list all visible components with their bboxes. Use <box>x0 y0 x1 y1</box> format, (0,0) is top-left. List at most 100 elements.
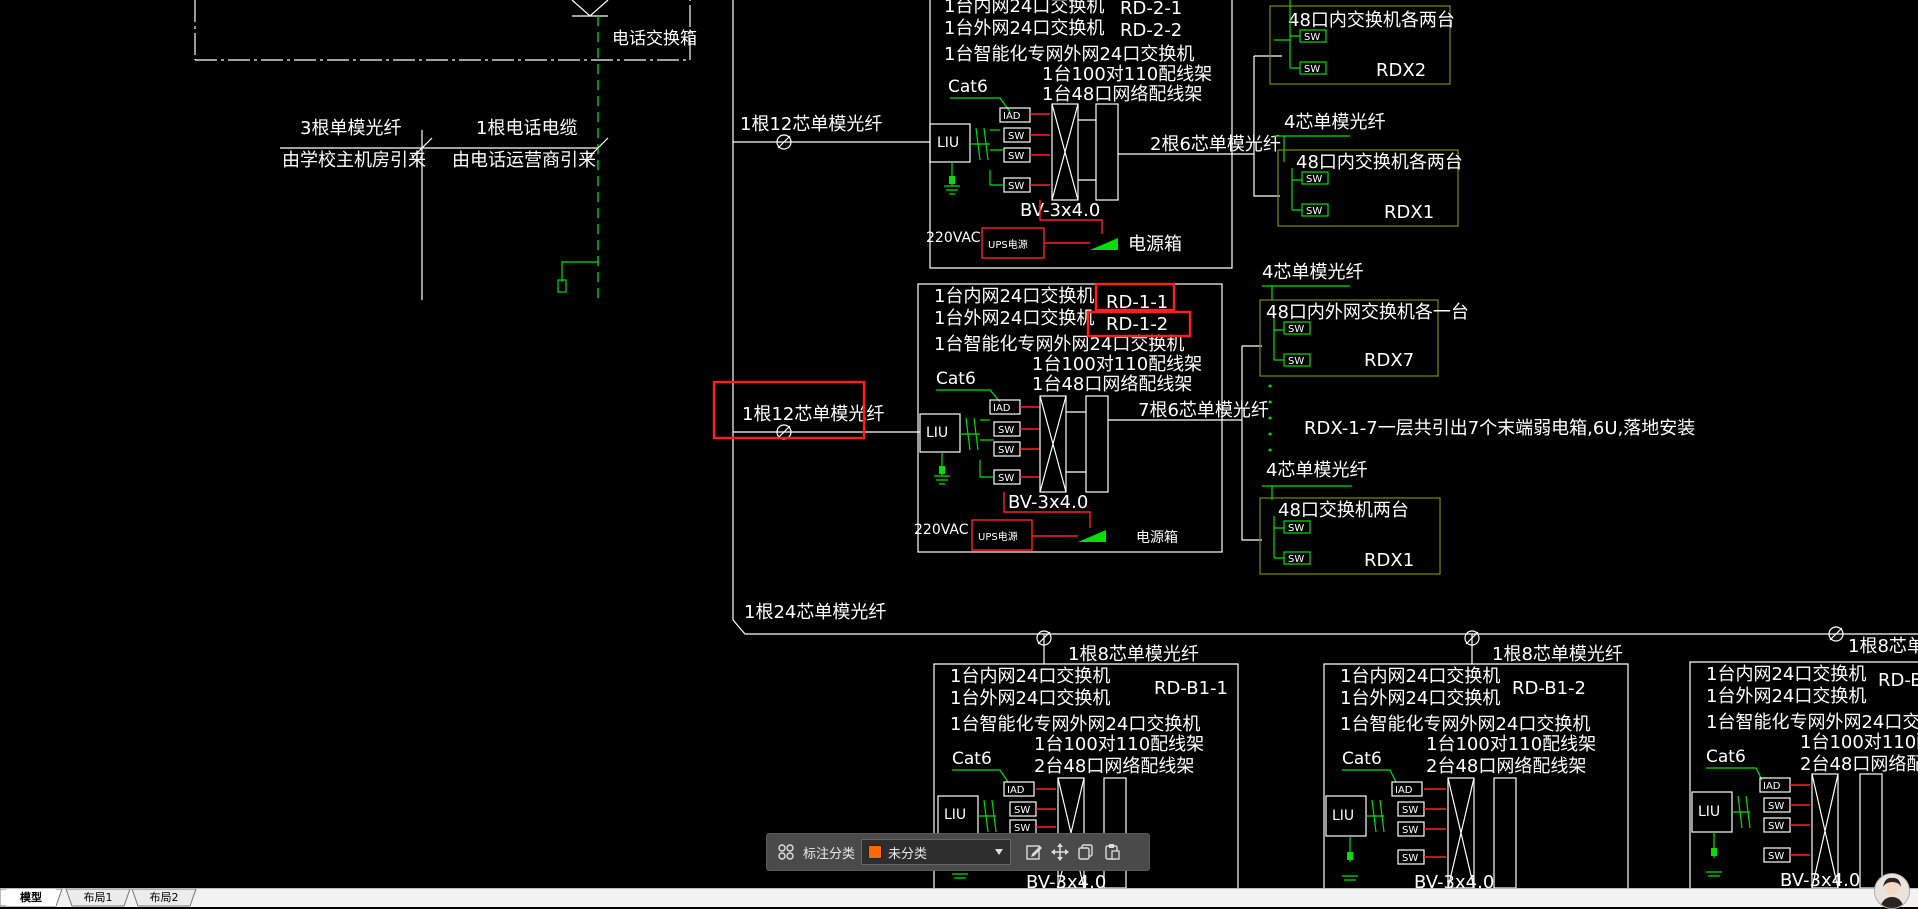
rd1-line4: 1台100对110配线架 <box>1032 354 1202 375</box>
highlight-box-fiber <box>712 380 866 440</box>
cabinet-rd1[interactable]: 1台内网24口交换机 1台外网24口交换机 1台智能化专网外网24口交换机 1台… <box>914 282 1269 553</box>
tab-layout2[interactable]: 布局2 <box>149 891 179 904</box>
svg-text:1台智能化专网外网24口交换机: 1台智能化专网外网24口交换机 <box>950 714 1200 735</box>
svg-text:SW: SW <box>1008 131 1024 142</box>
svg-text:1台外网24口交换机: 1台外网24口交换机 <box>1706 686 1866 707</box>
annotation-category-dropdown[interactable]: 未分类 <box>861 839 1012 865</box>
rd2-bv: BV-3x4.0 <box>1020 200 1100 221</box>
svg-text:SW: SW <box>1288 554 1304 565</box>
rdx1-bot-id: RDX1 <box>1364 550 1414 571</box>
svg-text:SW: SW <box>1306 206 1322 217</box>
svg-text:IAD: IAD <box>1763 781 1781 792</box>
rdx2-title: 48口内交换机各两台 <box>1288 10 1455 31</box>
svg-text:LIU: LIU <box>944 807 966 823</box>
rd1-bv: BV-3x4.0 <box>1008 492 1088 513</box>
svg-text:IAD: IAD <box>1007 785 1025 796</box>
category-color-swatch <box>868 845 883 859</box>
svg-text:SW: SW <box>1014 805 1030 816</box>
svg-text:BV-3x4.0: BV-3x4.0 <box>1780 870 1860 888</box>
highlight-box-rd1-2 <box>1086 310 1192 338</box>
rd2-line1: 1台内网24口交换机 <box>944 0 1104 17</box>
svg-text:SW: SW <box>1008 181 1024 192</box>
svg-text:1台外网24口交换机: 1台外网24口交换机 <box>1340 688 1500 709</box>
svg-text:SW: SW <box>1304 64 1320 75</box>
highlight-box-rd1-1 <box>1094 282 1176 312</box>
svg-text:1台智能化专网外网24口交换机: 1台智能化专网外网24口交换机 <box>1706 712 1918 733</box>
svg-text:2台48口网络配线架: 2台48口网络配线架 <box>1034 756 1194 777</box>
rd1-cat6: Cat6 <box>936 369 976 389</box>
annotation-category-label: 标注分类 <box>803 846 856 862</box>
phone-box-label: 电话交换箱 <box>612 29 697 49</box>
rdx-terminal-boxes: 48口内交换机各两台 RDX2 SW SW 4芯单模光纤 48口内交换机各两台 … <box>1241 0 1695 575</box>
user-avatar[interactable] <box>1874 873 1910 909</box>
rd1-line3: 1台智能化专网外网24口交换机 <box>934 334 1184 355</box>
svg-text:1台智能化专网外网24口交换机: 1台智能化专网外网24口交换机 <box>1340 714 1590 735</box>
svg-text:LIU: LIU <box>1332 808 1354 824</box>
fiber-8-label-2: 1根8芯单模光纤 <box>1492 644 1623 665</box>
svg-text:BV-3x4.0: BV-3x4.0 <box>1414 872 1494 888</box>
tab-layout1[interactable]: 布局1 <box>83 891 113 904</box>
svg-text:IAD: IAD <box>1395 785 1413 796</box>
rd1-line1: 1台内网24口交换机 <box>934 286 1094 307</box>
rd1-line2: 1台外网24口交换机 <box>934 308 1094 329</box>
svg-text:Cat6: Cat6 <box>1706 747 1746 767</box>
rd2-liu: LIU <box>937 135 959 151</box>
rdx1-top-title: 48口内交换机各两台 <box>1296 152 1463 173</box>
move-icon[interactable] <box>1047 839 1073 865</box>
fiber-line-source: 由学校主机房引来 <box>282 150 426 171</box>
rd-b1-2-id: RD-B1-2 <box>1512 678 1586 699</box>
svg-text:SW: SW <box>1288 324 1304 335</box>
left-incoming-area: 电话交换箱 3根单模光纤 由学校主机房引来 1根电话电缆 由电话运营商引来 <box>194 0 697 300</box>
rd1-ups: UPS电源 <box>978 530 1018 543</box>
svg-text:2台48口网络配线架: 2台48口网络配线架 <box>1426 756 1586 777</box>
svg-text:SW: SW <box>1008 151 1024 162</box>
svg-text:SW: SW <box>998 445 1014 456</box>
svg-text:SW: SW <box>1402 825 1418 836</box>
rd1-vac: 220VAC <box>914 522 969 538</box>
rdx-note: RDX-1-7一层共引出7个末端弱电箱,6U,落地安装 <box>1304 418 1695 439</box>
svg-text:LIU: LIU <box>1698 804 1720 820</box>
fiber-8-label-3: 1根8芯单模光纤 <box>1848 636 1918 657</box>
cad-drawing-canvas[interactable]: 电话交换箱 3根单模光纤 由学校主机房引来 1根电话电缆 由电话运营商引来 1根… <box>0 0 1918 888</box>
paste-icon[interactable] <box>1099 839 1125 865</box>
cabinet-rd-b-3[interactable]: 1台内网24口交换机 1台外网24口交换机 1台智能化专网外网24口交换机 1台… <box>1689 661 1918 888</box>
rd-b-3-id: RD-B <box>1878 670 1918 691</box>
rdx1-top-id: RDX1 <box>1384 202 1434 223</box>
fiber-trunk: 1根12芯单模光纤 1根12芯单模光纤 1根24芯单模光纤 1根8芯单模光纤 1… <box>712 0 1918 665</box>
edit-icon[interactable] <box>1021 839 1047 865</box>
copy-icon[interactable] <box>1073 839 1099 865</box>
svg-text:SW: SW <box>1306 174 1322 185</box>
fiber-line-title: 3根单模光纤 <box>300 118 401 139</box>
cabinet-rd2[interactable]: 1台内网24口交换机 1台外网24口交换机 1台智能化专网外网24口交换机 1台… <box>926 0 1281 269</box>
svg-text:Cat6: Cat6 <box>1342 749 1382 769</box>
rdx-fiber4-b: 4芯单模光纤 <box>1262 262 1363 283</box>
svg-text:1台内网24口交换机: 1台内网24口交换机 <box>950 666 1110 687</box>
rd1-power-box: 电源箱 <box>1136 530 1178 546</box>
rd2-power-box: 电源箱 <box>1128 234 1182 255</box>
annotation-toolbar: 标注分类 未分类 <box>766 833 1150 871</box>
tab-model[interactable]: 模型 <box>6 889 56 906</box>
svg-text:1台100对110配线架: 1台100对110配线架 <box>1034 734 1204 755</box>
svg-text:SW: SW <box>1768 851 1784 862</box>
svg-text:SW: SW <box>1402 805 1418 816</box>
svg-text:Cat6: Cat6 <box>952 749 992 769</box>
rd2-line3: 1台智能化专网外网24口交换机 <box>944 44 1194 65</box>
rd2-line5: 1台48口网络配线架 <box>1042 84 1202 105</box>
rd2-line4: 1台100对110配线架 <box>1042 64 1212 85</box>
rdx-fiber4-a: 4芯单模光纤 <box>1284 112 1385 133</box>
rd2-cat6: Cat6 <box>948 77 988 97</box>
svg-text:IAD: IAD <box>993 403 1011 414</box>
svg-text:SW: SW <box>1304 32 1320 43</box>
grid-icon[interactable] <box>773 839 799 865</box>
rdx1-bot-title: 48口交换机两台 <box>1278 500 1409 521</box>
fiber-12-lower-label: 1根12芯单模光纤 <box>742 404 884 425</box>
svg-text:1台100对110配线架: 1台100对110配线架 <box>1800 732 1918 753</box>
svg-text:1台内网24口交换机: 1台内网24口交换机 <box>1340 666 1500 687</box>
rd2-line2: 1台外网24口交换机 <box>944 18 1104 39</box>
svg-text:SW: SW <box>998 425 1014 436</box>
svg-text:SW: SW <box>1014 823 1030 834</box>
svg-text:SW: SW <box>1402 853 1418 864</box>
fiber-24-label: 1根24芯单模光纤 <box>744 602 886 623</box>
cabinet-rd-b1-2[interactable]: 1台内网24口交换机 1台外网24口交换机 1台智能化专网外网24口交换机 1台… <box>1323 663 1629 888</box>
rdx7-id: RDX7 <box>1364 350 1414 371</box>
